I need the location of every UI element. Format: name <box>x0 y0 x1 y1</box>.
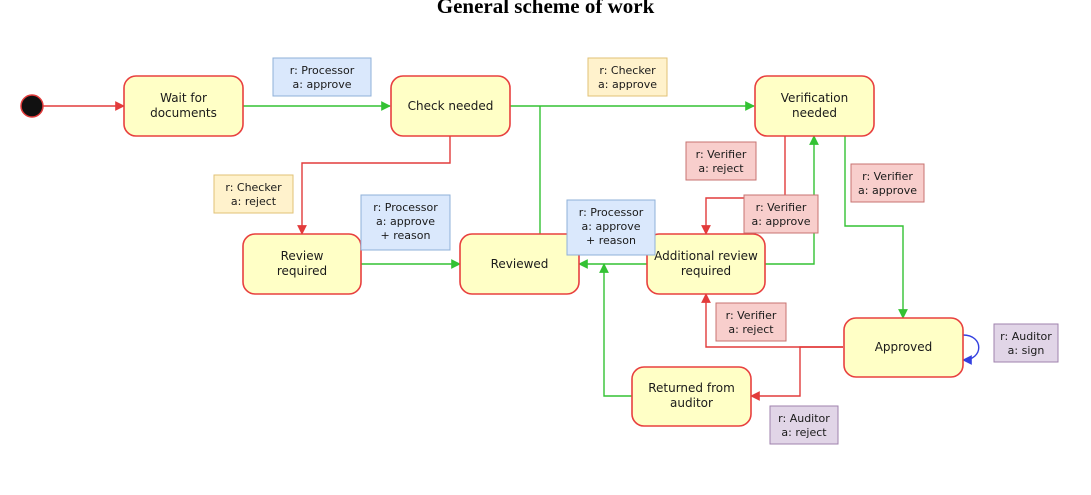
edges <box>43 101 980 401</box>
edge-approved-to-returned <box>750 346 843 401</box>
svg-text:Check needed: Check needed <box>408 99 494 113</box>
state-approved: Approved <box>843 317 964 378</box>
start-node <box>20 94 44 118</box>
svg-text:Reviewed: Reviewed <box>491 257 549 271</box>
state-reviewed: Reviewed <box>459 233 580 295</box>
edge-verification-to-approved <box>844 136 908 319</box>
state-check-needed: Check needed <box>390 75 511 137</box>
edge-approved-to-additional <box>701 293 843 348</box>
edge-approved-self-loop <box>962 334 980 365</box>
page-title: General scheme of work <box>436 0 655 18</box>
edge-check-to-review <box>297 136 451 235</box>
svg-text:Approved: Approved <box>875 340 933 354</box>
edge-returned-to-reviewed <box>599 263 633 397</box>
edge-additional-to-verification <box>765 135 819 265</box>
